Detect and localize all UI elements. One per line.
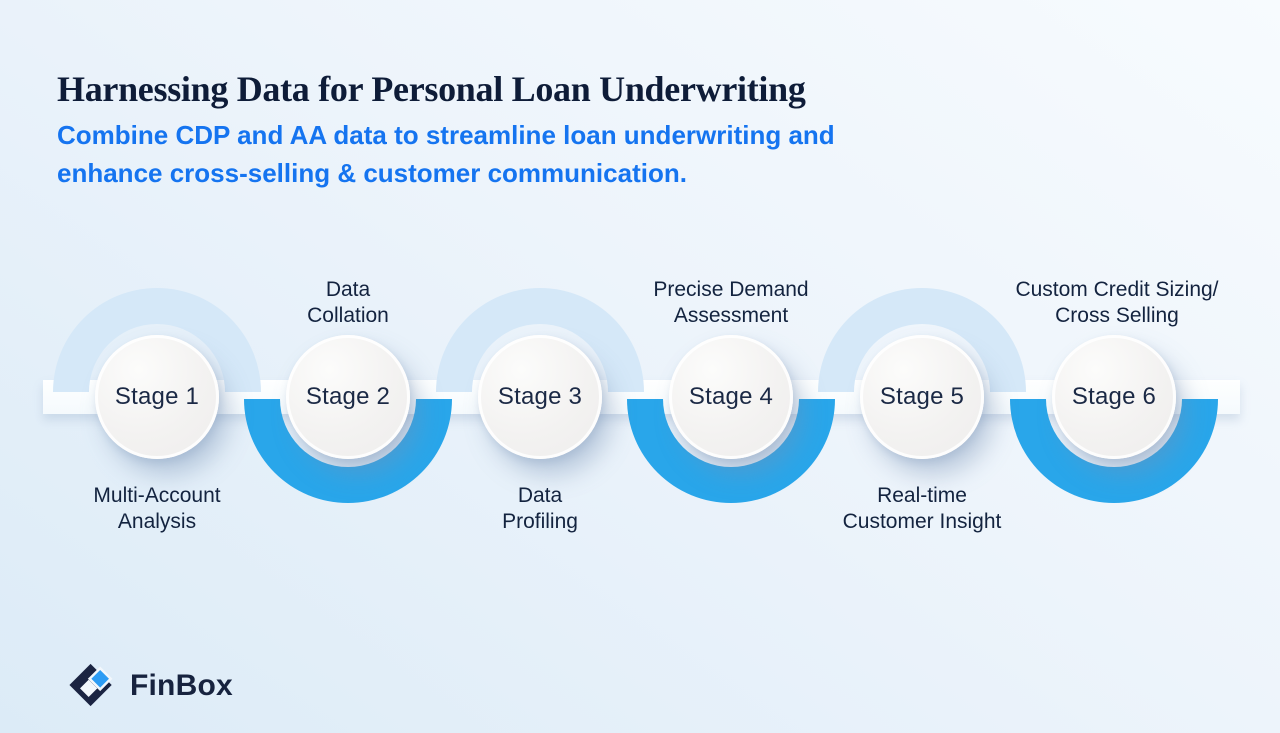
- stage-6-label: Stage 6: [1071, 383, 1157, 410]
- stage-2-description-line-1: Data: [325, 278, 371, 301]
- stage-5-label: Stage 5: [879, 383, 965, 410]
- stage-2-description: Data Collation: [198, 277, 498, 329]
- stage-6-description: Custom Credit Sizing/ Cross Selling: [967, 277, 1267, 329]
- stage-1-description-line-1: Multi-Account: [93, 484, 221, 507]
- stage-4-description-line-2: Assessment: [673, 304, 789, 327]
- stage-4-label: Stage 4: [688, 383, 774, 410]
- subtitle-line-1: Combine CDP and AA data to streamline lo…: [57, 120, 835, 150]
- stage-5-description: Real-time Customer Insight: [772, 483, 1072, 535]
- stage-1-description-line-2: Analysis: [117, 510, 197, 533]
- stage-4-description-line-1: Precise Demand: [653, 278, 809, 301]
- stage-3-label: Stage 3: [497, 383, 583, 410]
- stage-4-description: Precise Demand Assessment: [581, 277, 881, 329]
- finbox-logo-text: FinBox: [130, 669, 233, 702]
- stage-3-description-line-2: Profiling: [502, 510, 578, 533]
- stage-1-label: Stage 1: [114, 383, 200, 410]
- subtitle-line-2: enhance cross-selling & customer communi…: [57, 158, 687, 188]
- stage-6-description-line-2: Cross Selling: [1055, 304, 1179, 327]
- stage-6-circle: Stage 6: [1052, 335, 1176, 459]
- stage-2-label: Stage 2: [305, 383, 391, 410]
- finbox-diamond-icon: [69, 663, 113, 707]
- stage-5-description-line-1: Real-time: [877, 484, 967, 507]
- stage-1-circle: Stage 1: [95, 335, 219, 459]
- finbox-logo: FinBox: [68, 662, 233, 710]
- stage-2-description-line-2: Collation: [307, 304, 389, 327]
- stage-6-description-line-1: Custom Credit Sizing/: [1015, 278, 1219, 301]
- stage-3-circle: Stage 3: [478, 335, 602, 459]
- stage-1-description: Multi-Account Analysis: [7, 483, 307, 535]
- page-title: Harnessing Data for Personal Loan Underw…: [57, 69, 806, 110]
- stage-2-circle: Stage 2: [286, 335, 410, 459]
- stage-3-description-line-1: Data: [517, 484, 563, 507]
- stage-3-description: Data Profiling: [390, 483, 690, 535]
- stage-5-circle: Stage 5: [860, 335, 984, 459]
- stage-4-circle: Stage 4: [669, 335, 793, 459]
- stage-5-description-line-2: Customer Insight: [842, 510, 1002, 533]
- page-subtitle: Combine CDP and AA data to streamline lo…: [57, 116, 835, 192]
